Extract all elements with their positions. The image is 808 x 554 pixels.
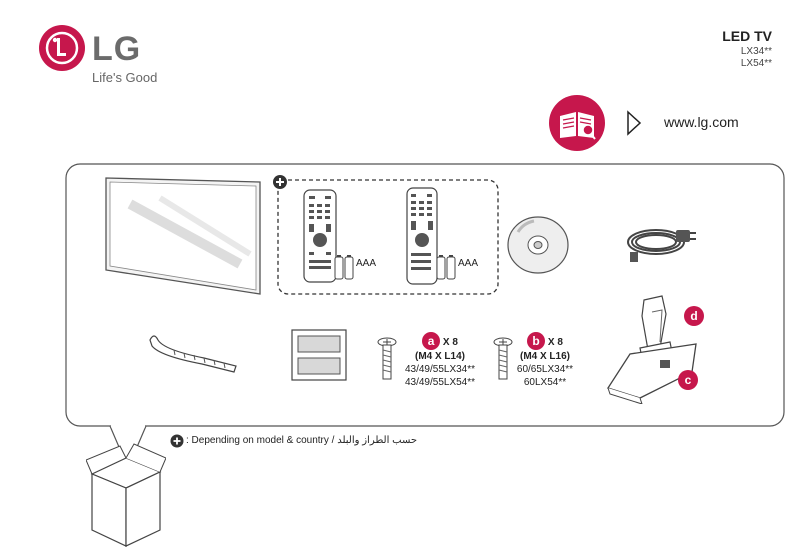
package-box-icon <box>86 443 166 547</box>
screw-a-spec: (M4 X L14) <box>414 351 465 362</box>
footnote-text: : Depending on model & country / حسب الط… <box>186 435 418 446</box>
model-line-2: LX54** <box>740 58 772 69</box>
screw-b-badge: b <box>527 332 546 350</box>
product-title: LED TV <box>722 28 772 44</box>
manual-book-icon <box>549 95 605 151</box>
battery-label-2: AAA <box>458 258 479 269</box>
remote-control-advanced-icon <box>406 187 438 285</box>
stand-icon <box>606 295 697 404</box>
screw-a-icon <box>377 337 397 380</box>
battery-icon <box>334 255 354 280</box>
screw-b-spec: (M4 X L16) <box>519 351 570 362</box>
optional-items-frame <box>273 175 499 295</box>
remote-control-basic-icon <box>303 189 337 283</box>
screw-b-info: b X 8 (M4 X L16) 60/65LX34** 60LX54** <box>510 332 580 389</box>
stand-label-d: d <box>684 306 704 326</box>
website-url[interactable]: www.lg.com <box>664 114 739 130</box>
battery-label-1: AAA <box>356 258 377 269</box>
lg-logo-mark-icon <box>39 25 85 71</box>
cd-disc-icon <box>507 216 569 274</box>
brand-name: LG <box>92 30 142 68</box>
stand-label-c: c <box>678 370 698 390</box>
screw-b-count: X 8 <box>547 337 563 348</box>
plus-icon <box>170 434 184 448</box>
tv-panel-icon <box>105 177 261 295</box>
model-line-1: LX34** <box>740 46 772 57</box>
screw-a-model-2: 43/49/55LX54** <box>404 377 476 388</box>
cable-holder-strip-icon <box>149 335 237 373</box>
screw-a-count: X 8 <box>442 337 458 348</box>
screw-a-badge: a <box>422 332 441 350</box>
adhesive-pads-icon <box>291 329 347 381</box>
lg-logo: LG <box>38 24 158 94</box>
screw-b-model-1: 60/65LX34** <box>516 364 574 375</box>
chevron-right-icon <box>627 110 642 136</box>
screw-b-icon <box>493 337 513 380</box>
screw-b-model-2: 60LX54** <box>523 377 567 388</box>
battery-icon-2 <box>436 255 456 280</box>
power-cord-icon <box>627 229 696 262</box>
brand-tagline: Life's Good <box>92 70 158 85</box>
screw-a-model-1: 43/49/55LX34** <box>404 364 476 375</box>
screw-a-info: a X 8 (M4 X L14) 43/49/55LX34** 43/49/55… <box>400 332 480 389</box>
